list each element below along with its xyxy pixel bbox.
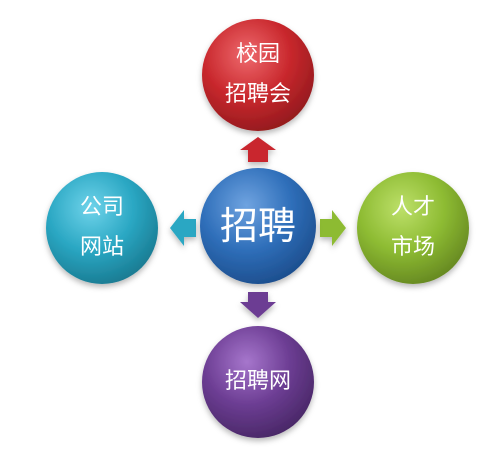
node-right-circle — [357, 172, 469, 284]
node-center-circle — [200, 168, 316, 284]
node-top-circle — [202, 19, 314, 131]
arrow-left-to-left — [170, 210, 196, 246]
arrow-right-to-right — [320, 210, 346, 246]
arrow-down-to-bottom — [240, 292, 276, 318]
node-bottom-circle — [202, 326, 314, 438]
node-left-circle — [46, 172, 158, 284]
arrow-up-to-top — [240, 137, 276, 162]
